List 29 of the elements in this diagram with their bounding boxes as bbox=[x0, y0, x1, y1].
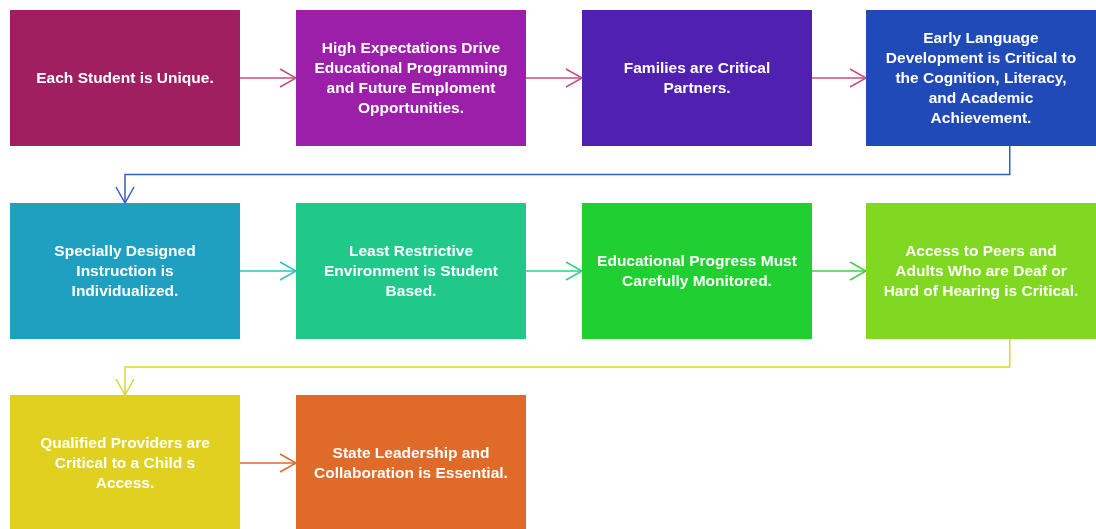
process-box bbox=[10, 395, 240, 529]
arrow bbox=[525, 68, 583, 88]
arrow bbox=[239, 453, 297, 473]
process-box bbox=[296, 203, 526, 339]
arrow bbox=[239, 68, 297, 88]
process-box bbox=[582, 203, 812, 339]
box-label: Families are Critical Partners. bbox=[622, 58, 772, 98]
box-label: Least Restrictive Environment is Student Based. bbox=[323, 241, 499, 301]
arrow bbox=[811, 68, 867, 88]
process-box bbox=[866, 203, 1096, 339]
arrow bbox=[115, 338, 1011, 396]
box-label: State Leadership and Collaboration is Essential. bbox=[313, 443, 509, 483]
box-label: Early Language Development is Critical to the Cognition, Literacy, and Academic Achievement. bbox=[884, 28, 1078, 128]
box-label: Each Student is Unique. bbox=[36, 68, 214, 88]
box-label: Specially Designed Instruction is Individualized. bbox=[53, 241, 197, 301]
box-label: Access to Peers and Adults Who are Deaf or Hard of Hearing is Critical. bbox=[882, 241, 1080, 301]
arrow bbox=[811, 261, 867, 281]
arrow bbox=[525, 261, 583, 281]
box-label: Qualified Providers are Critical to a Child s Access. bbox=[39, 433, 211, 493]
process-box bbox=[296, 10, 526, 146]
arrow bbox=[115, 145, 1011, 204]
box-label: Educational Progress Must Carefully Monitored. bbox=[596, 251, 798, 291]
process-box bbox=[582, 10, 812, 146]
arrow bbox=[239, 261, 297, 281]
process-box bbox=[10, 203, 240, 339]
process-box bbox=[296, 395, 526, 529]
process-box bbox=[866, 10, 1096, 146]
process-box bbox=[10, 10, 240, 146]
box-label: High Expectations Drive Educational Programming and Future Emploment Opportunities. bbox=[313, 38, 509, 118]
